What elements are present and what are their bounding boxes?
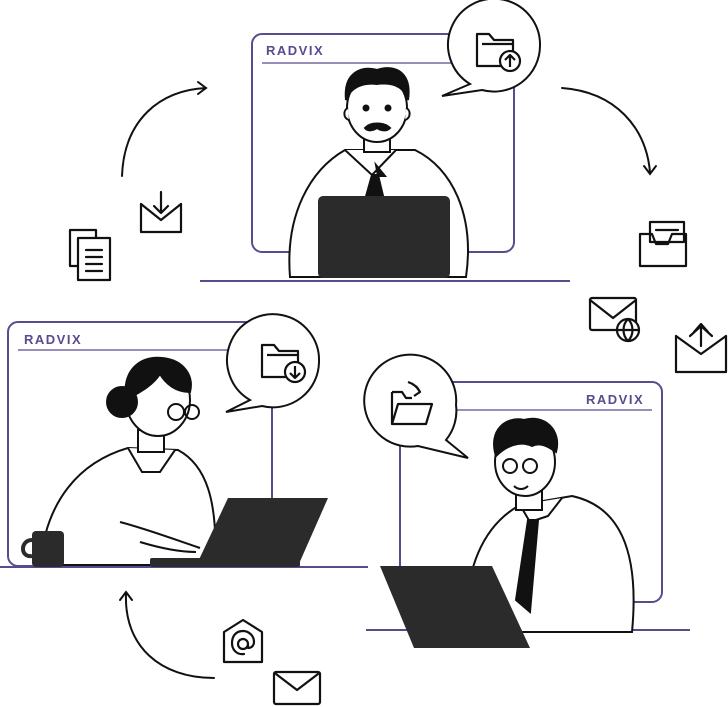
man-with-curly-hair [466,417,635,633]
mail-globe-icon [588,296,641,343]
file-tray-icon [638,220,688,268]
right-speech-bubble [363,353,469,459]
top-panel-logo: RADVIX [266,43,324,58]
coffee-mug-icon [21,531,64,567]
right-panel-logo: RADVIX [586,392,644,407]
folder-upload-icon [475,32,522,73]
mail-inbox-download-icon [139,190,183,234]
envelope-icon [272,670,322,706]
mail-at-icon [222,618,264,664]
right-laptop [380,566,530,648]
mail-send-icon [674,322,728,374]
left-panel: RADVIX [0,313,368,568]
top-speech-bubble [441,0,542,97]
woman-with-bun [38,356,217,566]
left-laptop [196,498,328,566]
top-panel: RADVIX [200,0,570,282]
left-panel-logo: RADVIX [24,332,82,347]
left-speech-bubble [225,313,321,413]
folder-download-icon [260,343,307,384]
documents-icon [68,228,112,282]
floating-icons [68,190,728,706]
left-laptop-base [150,558,300,567]
arrow-from-top [561,87,651,173]
arrow-to-top [121,87,207,177]
folder-receive-icon [390,380,434,426]
right-panel: RADVIX [363,353,690,648]
flow-arrows [119,81,657,679]
top-laptop [318,196,450,278]
arrow-to-left [124,593,215,679]
